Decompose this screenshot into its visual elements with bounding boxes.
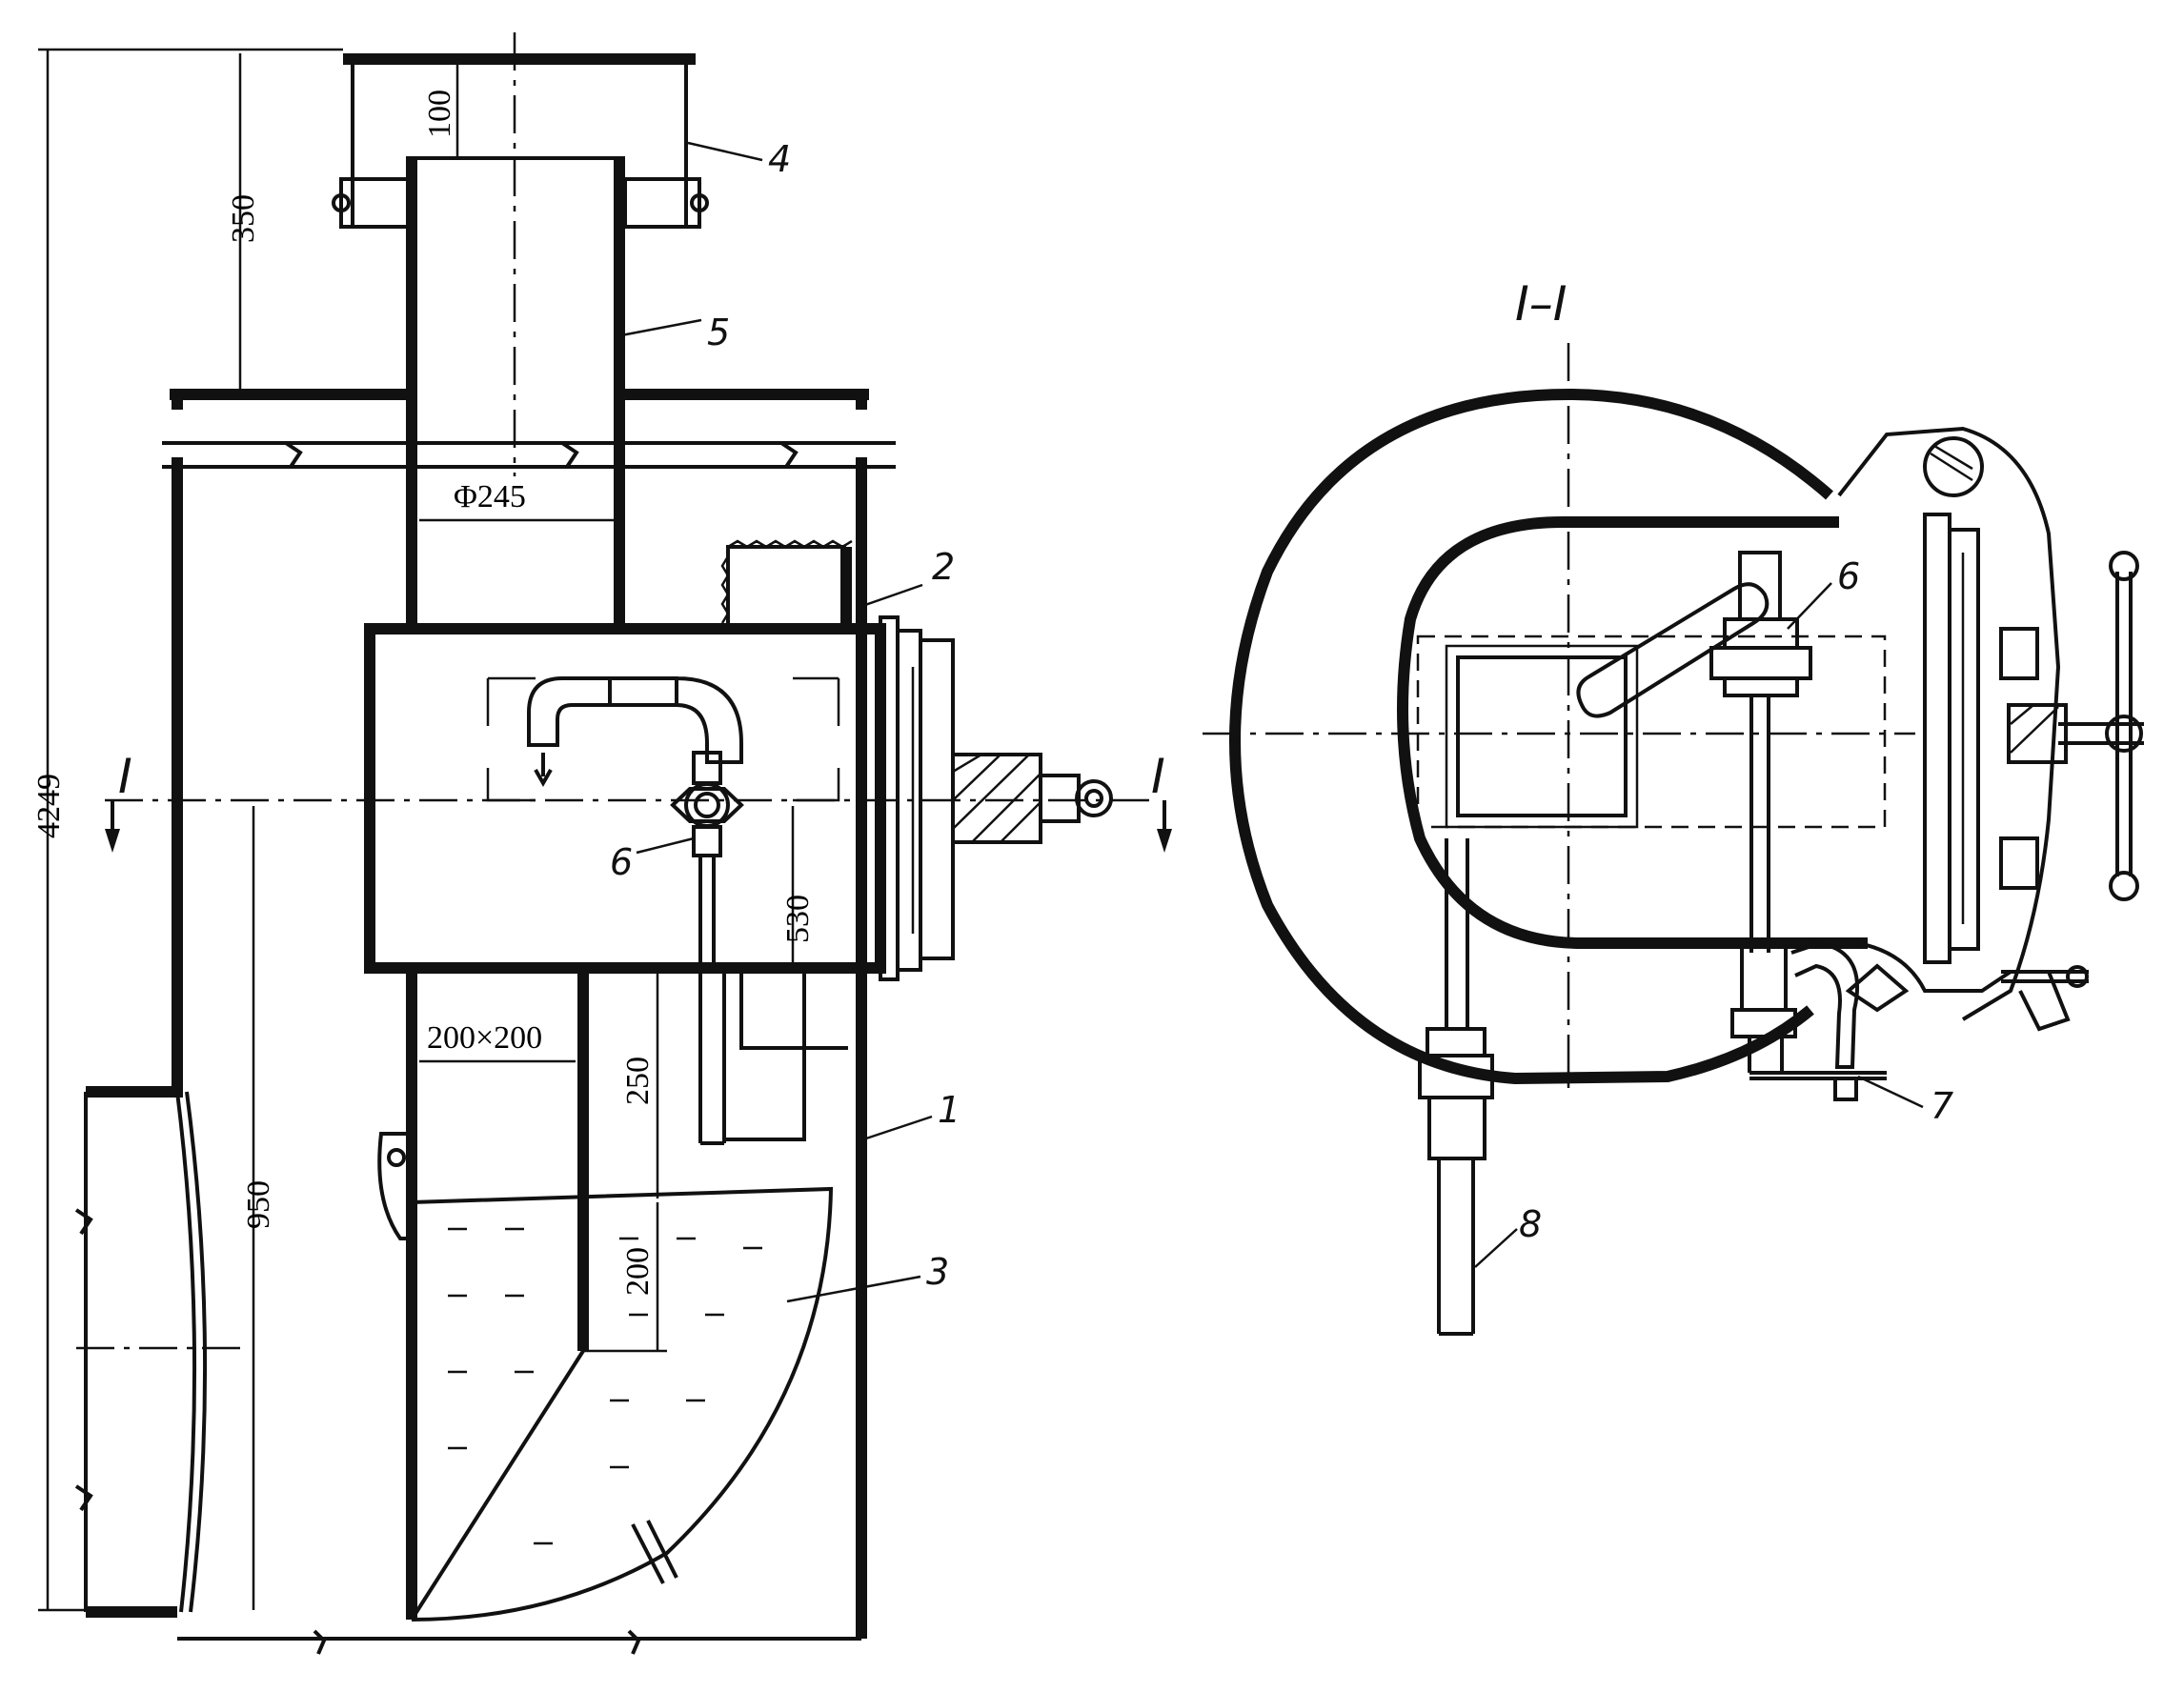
drain-fitting: 7 — [1730, 940, 1953, 1127]
callout-1: 1 — [938, 1089, 961, 1131]
lower-channel: 200×200 — [406, 968, 589, 1620]
water-trap — [377, 1132, 834, 1622]
dim-sleeve-length-text: 250 — [620, 1057, 656, 1105]
callout-3: 3 — [926, 1251, 949, 1293]
outer-body — [162, 389, 896, 1655]
callout-6-right: 6 — [1837, 555, 1860, 597]
dim-outlet-height-text: 350 — [226, 194, 261, 243]
inner-sleeve: 250 200 — [583, 966, 848, 1353]
callout-6-left: 6 — [610, 841, 633, 883]
grating-box — [720, 539, 853, 631]
section-door — [1837, 426, 2144, 1032]
inner-chamber — [1397, 516, 1868, 949]
callout-2: 2 — [932, 546, 955, 588]
dim-pipe-diameter-text: Φ245 — [454, 479, 526, 514]
dim-total-height-text: 4249 — [31, 774, 67, 838]
dim-water-depth-text: 200 — [620, 1247, 656, 1296]
callout-5: 5 — [707, 312, 730, 353]
dim-top-gap: 100 — [422, 63, 459, 157]
hidden-box — [1416, 634, 1887, 829]
section-valve: 6 — [1576, 551, 1860, 953]
callout-7: 7 — [1931, 1085, 1953, 1127]
door-flange: 2 — [861, 546, 1113, 981]
callouts-left: 4 5 1 3 — [620, 138, 961, 1303]
outer-shell — [1229, 388, 1833, 1085]
section-title: I–I — [1515, 276, 1567, 332]
dim-top-gap-text: 100 — [422, 90, 457, 138]
section-marker-left: I — [118, 749, 132, 804]
dim-level-from-base-text: 950 — [241, 1180, 276, 1229]
dim-total-height: 4249 — [31, 48, 343, 1612]
front-elevation-view: 4249 100 350 — [31, 32, 1172, 1655]
section-view: I–I 6 — [1203, 276, 2144, 1336]
top-cap — [332, 53, 709, 229]
dim-valve-height: 530 — [780, 806, 816, 968]
section-line: I I — [105, 749, 1172, 853]
dim-outlet-height: 350 — [226, 53, 261, 394]
dim-valve-height-text: 530 — [780, 895, 816, 943]
drain-line: 8 — [1418, 838, 1542, 1336]
dim-channel-size-text: 200×200 — [427, 1020, 542, 1056]
callout-8: 8 — [1519, 1203, 1542, 1245]
dim-pipe-diameter: Φ245 — [419, 479, 614, 522]
window-opening — [1456, 655, 1628, 817]
callout-4: 4 — [768, 138, 791, 180]
dim-level-from-base: 950 — [241, 806, 276, 1610]
side-inlet — [74, 1065, 248, 1618]
section-marker-right: I — [1151, 749, 1165, 804]
